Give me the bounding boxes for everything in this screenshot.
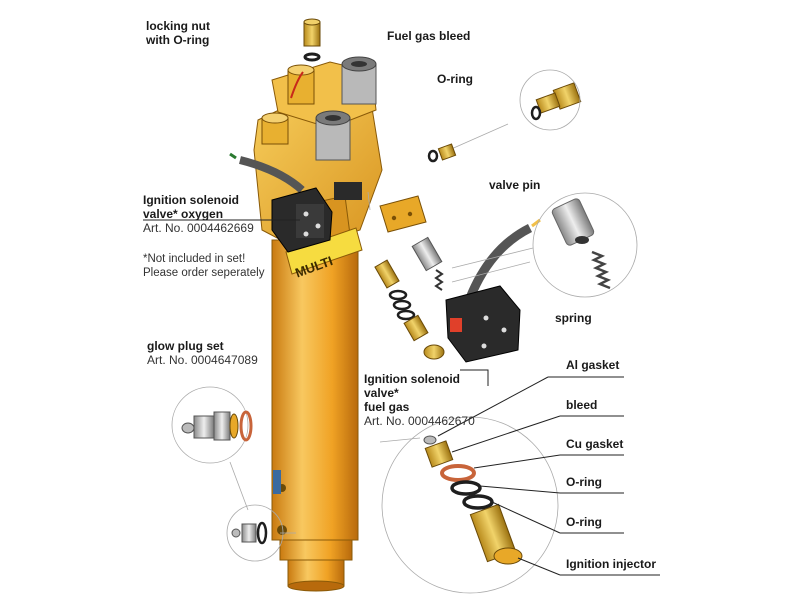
injector-callouts [437,376,660,576]
glow-plug-detail-circle [171,386,249,464]
valve-pin-part [551,198,595,246]
al-gasket-label: Al gasket [566,358,620,372]
fuel-gas-bleed-label: Fuel gas bleed [387,29,471,43]
ignition-fuel-label: Ignition solenoid valve* fuel gas Art. N… [364,372,475,428]
ignition-oxygen-label: Ignition solenoid valve* oxygen Art. No.… [143,193,254,235]
injector-parts [423,435,523,565]
ignition-fuel-line3: fuel gas [364,400,410,414]
glow-plug-line1: glow plug set [147,339,224,353]
fuel-valve-leader [460,369,489,386]
head-plate [334,182,362,200]
glow-plug-label: glow plug set Art. No. 0004647089 [147,339,258,367]
glow-plug-art-no: Art. No. 0004647089 [147,353,258,367]
ignition-fuel-line1: Ignition solenoid [364,372,460,386]
o-ring-2-label: O-ring [566,515,602,529]
ignition-fuel-art-no: Art. No. 0004462670 [364,414,475,428]
head-leader [367,191,371,211]
ignition-oxygen-art-no: Art. No. 0004462669 [143,221,254,235]
head-fitting-left [287,64,315,105]
o-ring-top-label: O-ring [437,72,473,86]
o-ring-1-label: O-ring [566,475,602,489]
fuel-gas-bleed-part [530,82,582,121]
valve-pin-spring-small [411,236,444,291]
locking-nut-label: locking nut with O-ring [146,19,210,47]
valve-parts-column [374,259,445,360]
head-fitting-right [341,56,377,105]
injector-detail-circle [381,416,559,594]
spring-label: spring [555,311,592,325]
injector-leader [379,437,421,443]
ignition-injector-label: Ignition injector [566,557,656,571]
valve-pin-leader [451,247,534,269]
valve-pin-leader-2 [451,261,531,283]
note-line2: Please order seperately [143,267,265,279]
head-fitting-front [261,112,289,145]
bleed-label: bleed [566,398,598,412]
ignition-oxygen-line2: valve* oxygen [143,207,224,221]
glow-plug-leader [229,461,249,511]
ignition-oxygen-line1: Ignition solenoid [143,193,239,207]
bleed-detail-circle [519,69,581,131]
locking-nut-line2: with O-ring [146,33,210,47]
brass-block [379,195,427,233]
spring-part [590,250,612,290]
glow-plug-part [181,410,253,442]
small-parts-top [427,143,457,163]
cu-gasket-label: Cu gasket [566,437,624,451]
solenoid-valve-oxygen-part [229,152,333,253]
solenoid-valve-fuel-part [445,218,541,363]
glow-plug-small-part [231,521,268,545]
ignition-fuel-line2: valve* [364,386,399,400]
head-fitting-center [315,110,351,161]
locking-nut-line1: locking nut [146,19,210,33]
note-line1: *Not included in set! [143,253,246,265]
locking-nut-part [303,18,321,62]
valve-pin-label: valve pin [489,178,541,192]
not-included-note: *Not included in set! Please order seper… [143,252,264,280]
valve-pin-detail-circle [532,192,638,298]
torch-body [271,239,359,592]
